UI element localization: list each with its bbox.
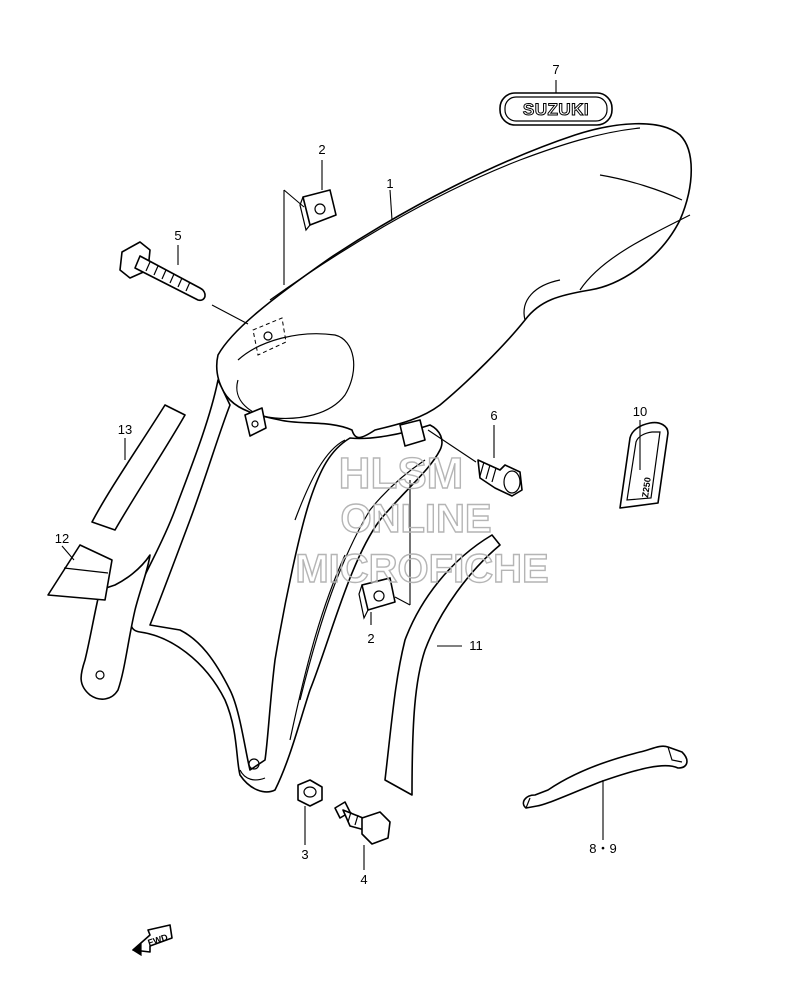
watermark: HLSM ONLINE MICROFICHE (295, 448, 550, 591)
part-1-rear-fender (129, 122, 693, 793)
callout-2-lower: 2 (367, 631, 374, 646)
watermark-line-2: ONLINE (340, 497, 491, 541)
part-12-flap-lower-left (47, 544, 151, 700)
callout-6: 6 (490, 408, 497, 423)
leader-lines (61, 80, 641, 870)
callout-4: 4 (360, 872, 367, 887)
part-8-9-model-emblem: Z250 (619, 421, 669, 509)
callout-labels: 7 1 2 5 13 12 6 10 2 11 3 4 8・9 (55, 62, 647, 887)
part-7-tool-wrench (522, 745, 688, 809)
part-13-strip (91, 404, 186, 531)
fwd-direction-marker: FWD (131, 924, 173, 957)
watermark-line-3: MICROFICHE (295, 547, 548, 591)
callout-12: 12 (55, 531, 69, 546)
part-4-bolt-collar (334, 801, 391, 845)
callout-3: 3 (301, 847, 308, 862)
callout-7: 8・9 (589, 841, 616, 856)
callout-5: 5 (174, 228, 181, 243)
brand-badge-text: SUZUKI (523, 100, 589, 119)
callout-11: 11 (469, 638, 483, 653)
part-5-bolt-long (119, 241, 206, 302)
watermark-line-1: HLSM (339, 449, 464, 498)
part-2-clip-nut-lower (358, 577, 396, 620)
part-6-bolt (477, 459, 523, 497)
callout-13: 13 (118, 422, 132, 437)
part-2-clip-nut-upper (299, 189, 337, 232)
callout-1: 1 (386, 176, 393, 191)
callout-8-9: 10 (633, 404, 647, 419)
part-11-inner-liner (384, 534, 501, 796)
part-10-brand-badge: SUZUKI (499, 92, 613, 126)
model-emblem-text: Z250 (640, 477, 653, 499)
callout-10: 7 (552, 62, 559, 77)
callout-2-upper: 2 (318, 142, 325, 157)
part-3-nut (297, 779, 323, 807)
